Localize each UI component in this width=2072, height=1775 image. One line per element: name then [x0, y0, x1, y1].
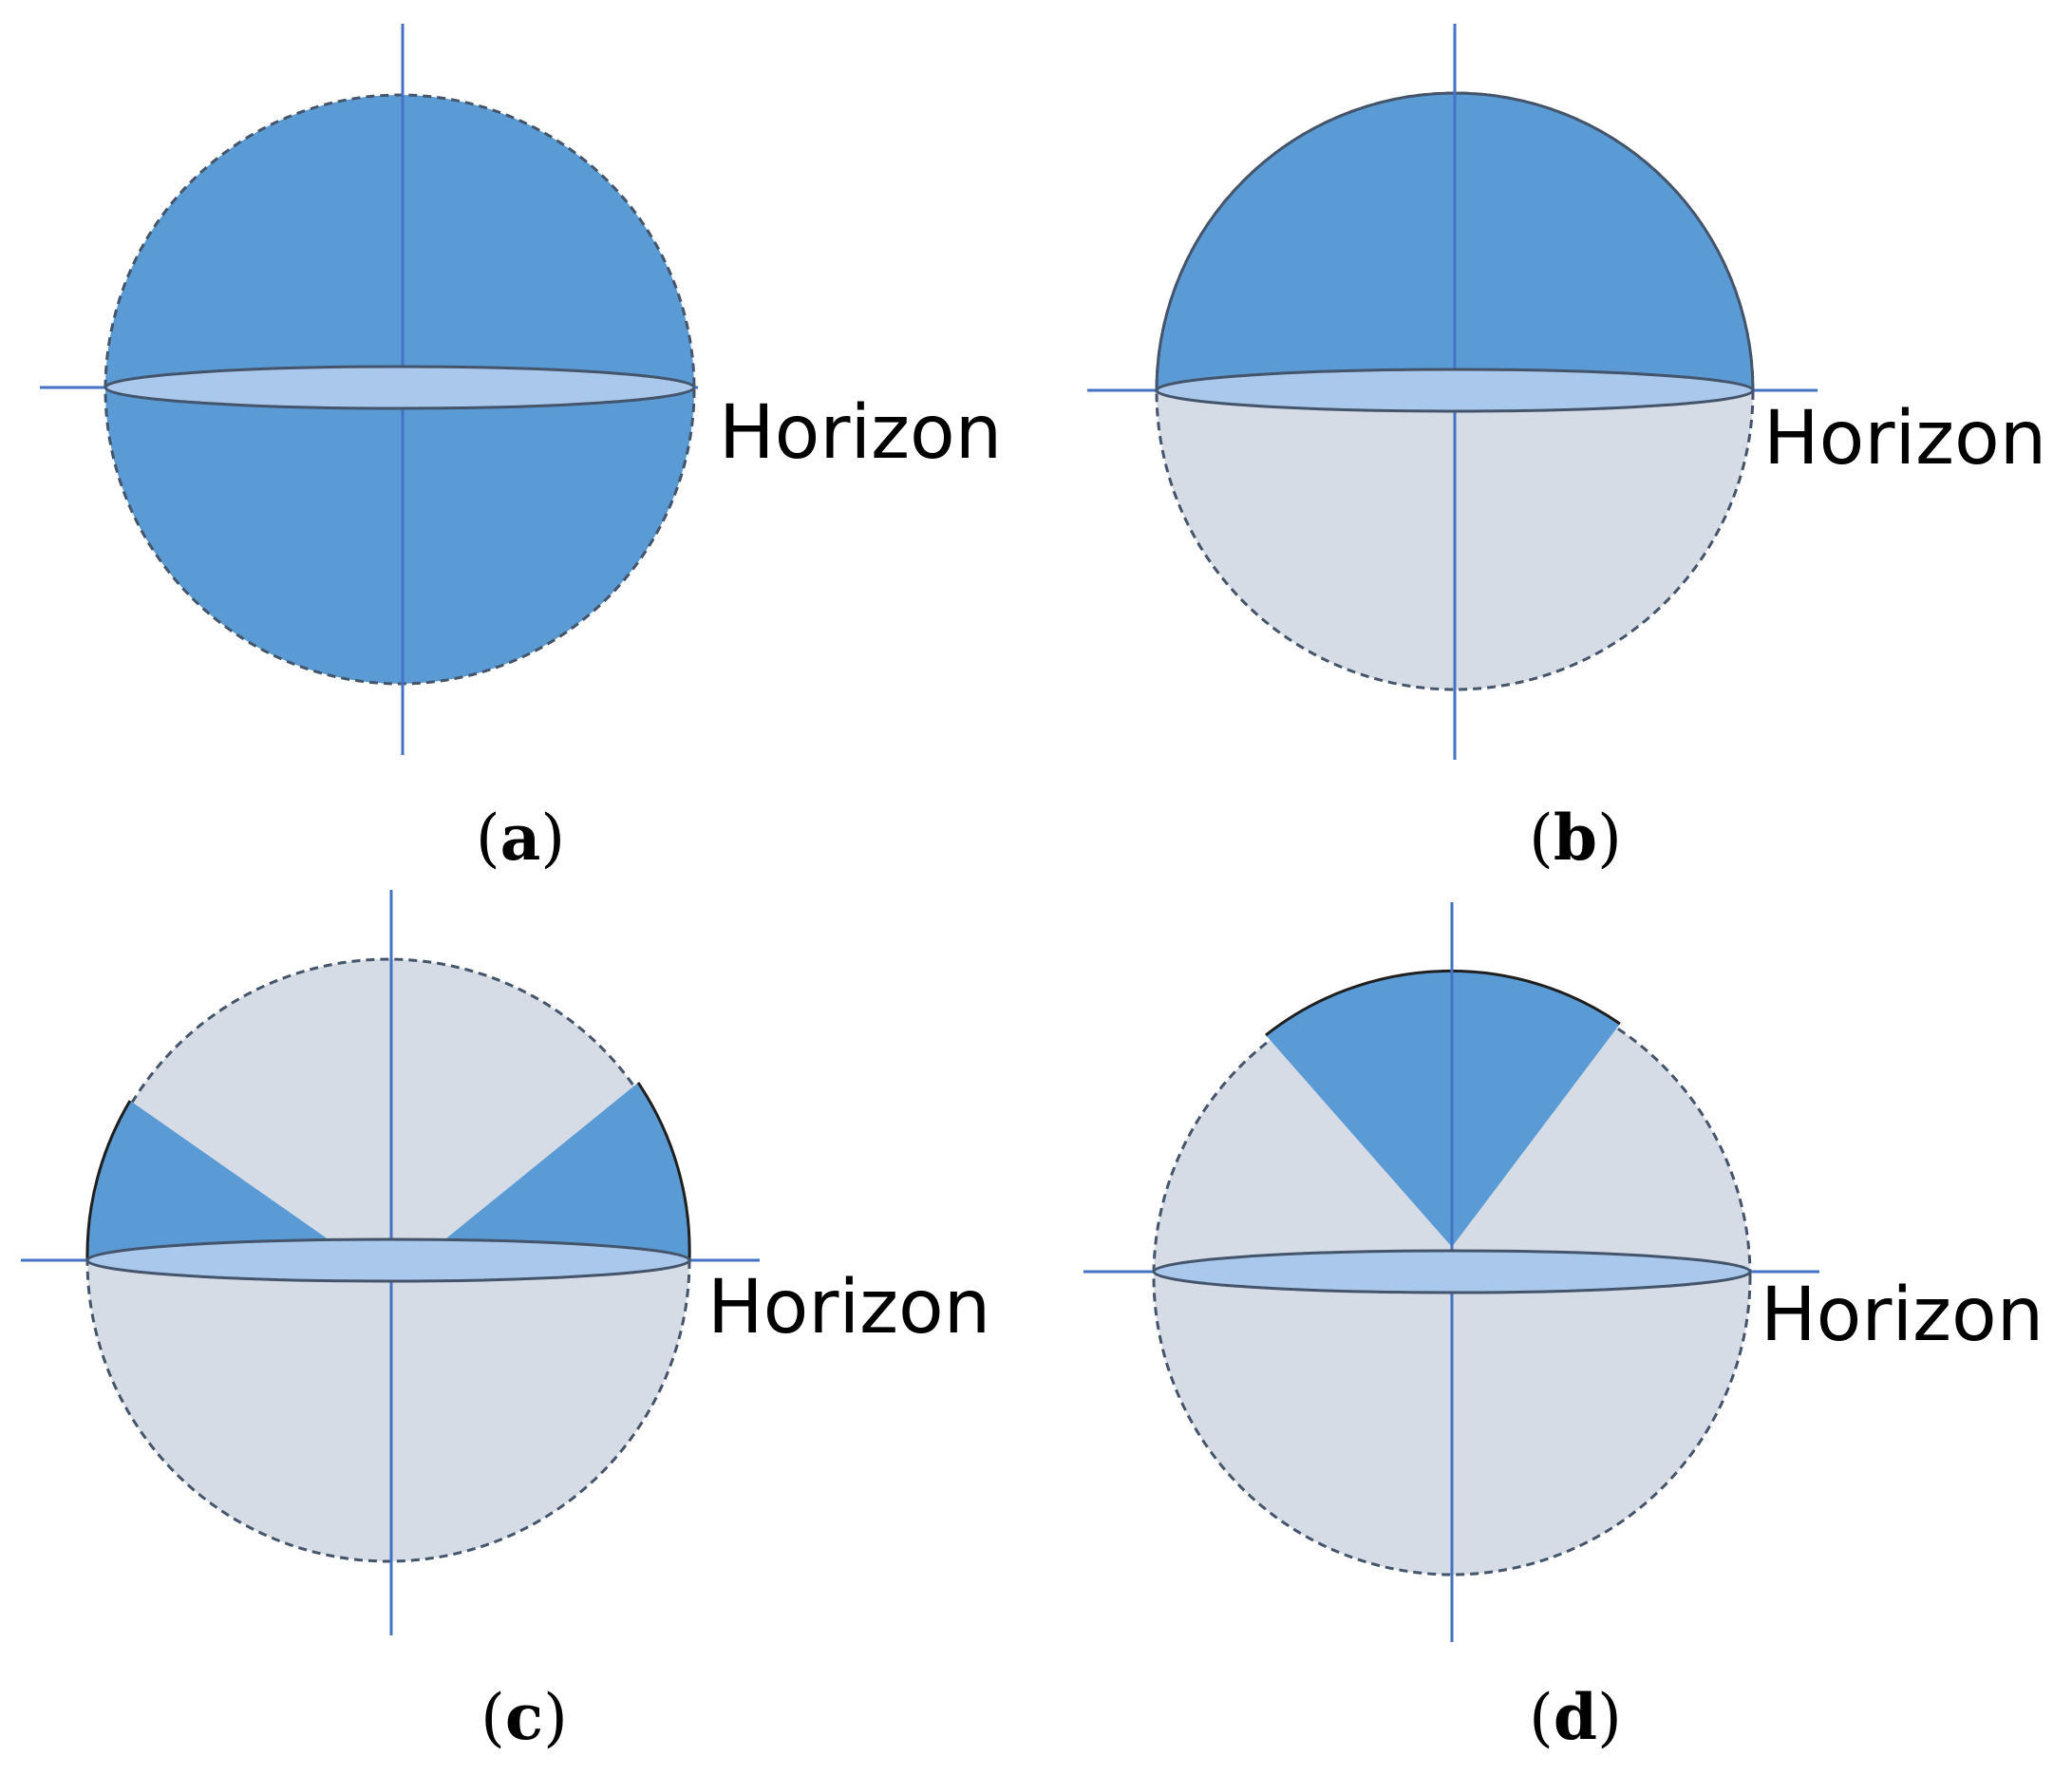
horizon-plane	[85, 1237, 691, 1283]
horizon-plane	[104, 365, 696, 410]
horizon-label: Horizon	[1761, 1273, 2044, 1358]
panel-a: Horizon (a)	[40, 24, 1002, 875]
coverage-sector-left	[86, 1101, 333, 1260]
coverage-arc	[1265, 969, 1621, 1037]
panel-caption: (a)	[476, 801, 565, 875]
panel-caption: (c)	[480, 1680, 568, 1754]
panel-c: Horizon (c)	[21, 890, 990, 1754]
coverage-cone	[1266, 971, 1620, 1247]
panel-d: Horizon (d)	[1083, 902, 2044, 1754]
coverage-arc-left	[85, 1100, 132, 1261]
panel-b: Horizon (b)	[1087, 24, 2046, 875]
horizon-label: Horizon	[719, 390, 1002, 476]
horizon-plane	[1155, 368, 1755, 413]
horizon-plane	[1152, 1249, 1752, 1294]
panel-caption: (d)	[1529, 1680, 1622, 1754]
coverage-arc-right	[636, 1082, 691, 1261]
panel-caption: (b)	[1529, 801, 1622, 875]
horizon-label: Horizon	[1763, 396, 2046, 482]
coverage-sector-right	[442, 1083, 690, 1260]
horizon-label: Horizon	[707, 1265, 990, 1350]
